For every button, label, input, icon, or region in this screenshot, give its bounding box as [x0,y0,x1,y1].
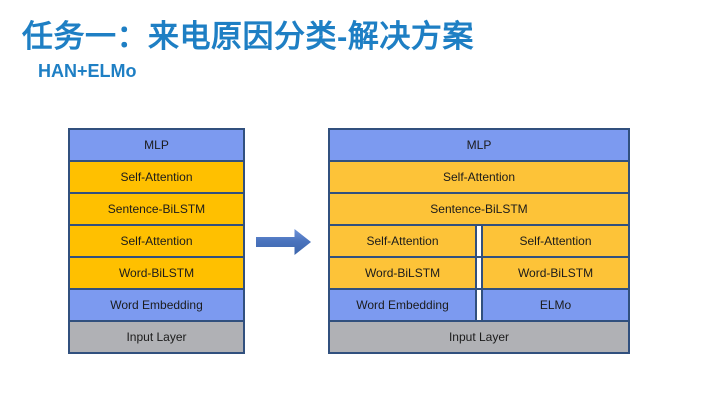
subtitle-model-name: HAN+ELMo [38,61,137,81]
box-elmo: ELMo [481,290,628,320]
diagram-row: Input Layer [70,320,243,352]
box-sentence-bilstm: Sentence-BiLSTM [330,194,628,224]
box-self-attention-word-right: Self-Attention [481,226,628,256]
diagram-row: Word-BiLSTM Word-BiLSTM [330,256,628,288]
box-word-bilstm: Word-BiLSTM [70,258,243,288]
box-mlp: MLP [330,130,628,160]
box-word-bilstm-left: Word-BiLSTM [330,258,477,288]
box-word-bilstm-right: Word-BiLSTM [481,258,628,288]
diagram-row: Sentence-BiLSTM [70,192,243,224]
box-self-attention-sentence: Self-Attention [70,162,243,192]
diagram-row: Self-Attention [330,160,628,192]
han-diagram: MLP Self-Attention Sentence-BiLSTM Self-… [68,128,245,354]
page-title: 任务一：来电原因分类-解决方案 [22,19,474,54]
box-input-layer: Input Layer [330,322,628,352]
right-arrow-icon [256,229,311,255]
diagram-row: Sentence-BiLSTM [330,192,628,224]
diagram-row: Self-Attention [70,224,243,256]
box-self-attention-word: Self-Attention [70,226,243,256]
han-elmo-diagram: MLP Self-Attention Sentence-BiLSTM Self-… [328,128,630,354]
diagram-row: Self-Attention [70,160,243,192]
diagram-row: MLP [330,130,628,160]
box-self-attention-word-left: Self-Attention [330,226,477,256]
box-self-attention-sentence: Self-Attention [330,162,628,192]
box-sentence-bilstm: Sentence-BiLSTM [70,194,243,224]
box-word-embedding: Word Embedding [330,290,477,320]
diagram-row: Word Embedding ELMo [330,288,628,320]
box-word-embedding: Word Embedding [70,290,243,320]
diagram-row: Word-BiLSTM [70,256,243,288]
box-input-layer: Input Layer [70,322,243,352]
diagram-row: MLP [70,130,243,160]
diagram-row: Word Embedding [70,288,243,320]
box-mlp: MLP [70,130,243,160]
diagram-row: Self-Attention Self-Attention [330,224,628,256]
diagram-row: Input Layer [330,320,628,352]
